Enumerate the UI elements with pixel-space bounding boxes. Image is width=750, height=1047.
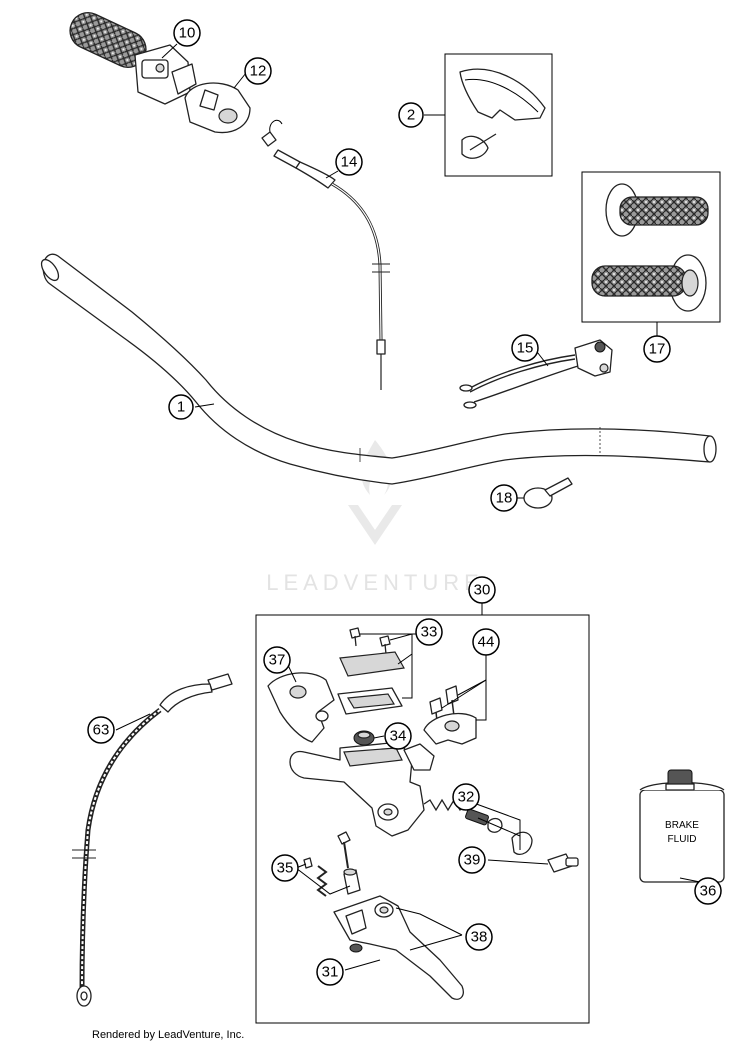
callout-15: 15 [511,334,539,362]
svg-text:63: 63 [93,722,110,739]
svg-text:12: 12 [250,63,267,80]
svg-text:34: 34 [390,728,407,745]
svg-text:14: 14 [341,154,358,171]
callout-30: 30 [468,576,496,604]
callout-18: 18 [490,484,518,512]
svg-text:33: 33 [421,624,438,641]
handlebar-grips [591,183,709,312]
throttle-housing-cover [184,82,251,134]
reservoir-cap-set [337,627,405,715]
callout-34: 34 [384,722,412,750]
footer-credit: Rendered by LeadVenture, Inc. [92,1029,244,1041]
callout-2: 2 [398,102,424,128]
callout-33: 33 [415,618,443,646]
callout-44: 44 [472,628,500,656]
reservoir-membrane [353,730,375,746]
svg-text:44: 44 [478,634,495,651]
kill-switch [459,339,613,409]
piston-spring [423,798,503,833]
svg-text:37: 37 [269,652,286,669]
callout-10: 10 [173,19,201,47]
callout-14: 14 [335,148,363,176]
master-cylinder-clamp-cover [267,672,335,743]
svg-text:15: 15 [517,340,534,357]
brake-fluid-label-line1: BRAKE [665,820,699,831]
throttle-grip-assembly [69,12,197,105]
brake-fluid-label-line2: FLUID [668,834,697,845]
callout-35: 35 [271,854,299,882]
callout-1: 1 [168,394,194,420]
lever-adjuster [303,831,361,897]
brake-fluid-can: BRAKE FLUID [639,769,725,883]
svg-text:32: 32 [458,789,475,806]
svg-text:1: 1 [177,399,185,416]
svg-text:36: 36 [700,883,717,900]
callout-12: 12 [244,57,272,85]
svg-text:31: 31 [322,964,339,981]
svg-text:39: 39 [464,852,481,869]
svg-text:17: 17 [649,341,666,358]
callout-31: 31 [316,958,344,986]
callout-37: 37 [263,646,291,674]
callout-39: 39 [458,846,486,874]
callout-38: 38 [465,923,493,951]
throttle-cable [261,119,390,390]
callout-36: 36 [694,877,722,905]
handlebar [40,253,717,485]
svg-text:18: 18 [496,490,513,507]
callout-17: 17 [643,335,671,363]
callout-63: 63 [87,716,115,744]
leader-lines [115,43,701,971]
master-cylinder-kit-box [255,614,590,1024]
brake-line [72,673,233,1007]
svg-text:38: 38 [471,929,488,946]
handlebar-clamp [423,685,477,745]
cable-tie [523,477,573,509]
grips-box [581,171,721,323]
callout-32: 32 [452,783,480,811]
handlebar-pad [459,68,546,159]
svg-text:35: 35 [277,860,294,877]
piston-boot [511,831,579,873]
master-cylinder-body [289,741,435,837]
svg-text:30: 30 [474,582,491,599]
watermark-text: LEADVENTURE [266,570,484,595]
brake-lever [333,895,464,1000]
svg-text:2: 2 [407,107,415,124]
svg-text:10: 10 [179,25,196,42]
